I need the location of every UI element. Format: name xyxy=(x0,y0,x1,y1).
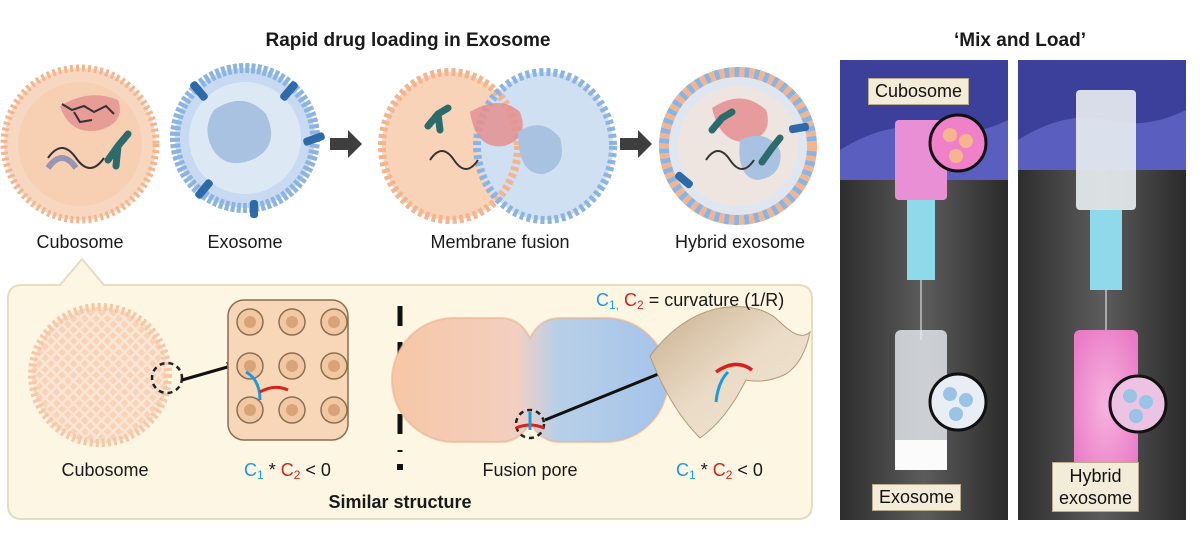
label-hybrid-exosome: Hybrid exosome xyxy=(674,232,806,252)
label-cubosome: Cubosome xyxy=(36,232,124,252)
cubosome-mesh-sphere xyxy=(32,307,168,443)
equation-right: C1 * C2 < 0 xyxy=(676,460,763,482)
exosome-illustration xyxy=(170,63,325,218)
photo-tag-exosome: Exosome xyxy=(872,484,962,511)
label-fusion-pore: Fusion pore xyxy=(482,460,578,480)
equation-left: C1 * C2 < 0 xyxy=(244,460,331,482)
hybrid-exosome-illustration xyxy=(659,67,817,225)
photo-tag-hybrid: Hybrid exosome xyxy=(1052,462,1140,512)
cubosome-illustration xyxy=(0,64,160,224)
fusion-pore-shape xyxy=(391,317,669,443)
main-title: Rapid drug loading in Exosome xyxy=(265,30,551,51)
fusion-illustration xyxy=(378,68,617,224)
zoom-circle-cubosome xyxy=(150,361,184,395)
label-exosome: Exosome xyxy=(207,232,283,252)
process-arrow-2 xyxy=(620,130,652,158)
label-panel-cubosome: Cubosome xyxy=(61,460,149,480)
similar-structure-label: Similar structure xyxy=(328,492,472,512)
cubic-lattice xyxy=(227,299,349,441)
label-membrane-fusion: Membrane fusion xyxy=(430,232,570,252)
saddle-surface xyxy=(649,306,811,439)
curvature-legend: C1, C2 = curvature (1/R) xyxy=(596,290,785,312)
photo-left xyxy=(840,60,1008,520)
photo-right xyxy=(1018,60,1186,520)
process-arrow-1 xyxy=(330,130,362,158)
photo-tag-cubosome: Cubosome xyxy=(868,78,970,105)
zoom-circle-pore xyxy=(514,408,546,440)
right-title: ‘Mix and Load’ xyxy=(954,30,1086,51)
